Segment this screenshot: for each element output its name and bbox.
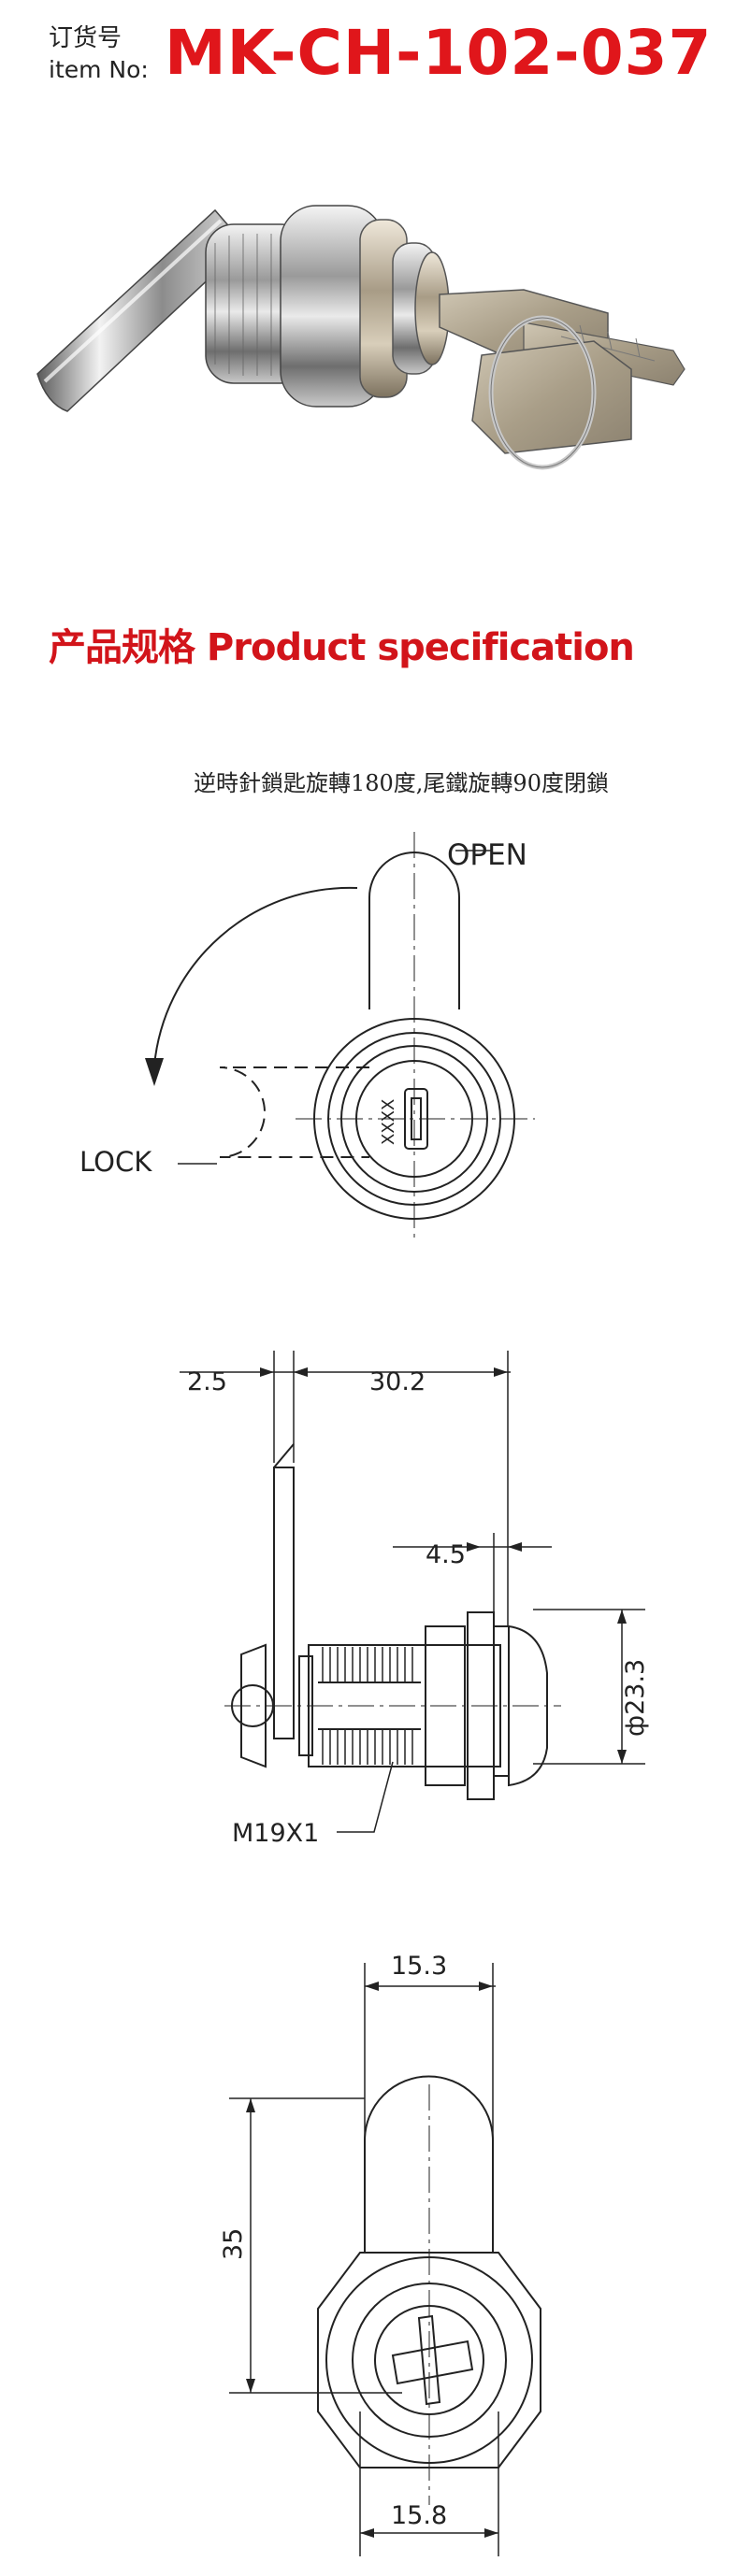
dim-diameter: ф23.3 [621,1659,650,1737]
open-label: OPEN [447,838,527,872]
dim-cam-length: 35 [219,2228,248,2260]
keys-shape [439,289,685,470]
lock-barrel-shape [205,205,450,408]
dim-head: 4.5 [426,1540,466,1569]
item-number: MK-CH-102-037 [165,17,713,89]
front-view-drawing: OPEN LOCK XXXX [79,832,535,1243]
item-header: 订货号 item No: MK-CH-102-037 [0,0,736,103]
item-label-en: item No: [49,56,149,83]
dim-cam-thickness: 2.5 [187,1367,227,1396]
key-code-text: XXXX [379,1099,398,1145]
lock-label: LOCK [79,1146,152,1178]
back-view-drawing: 15.3 35 15.8 [219,1952,541,2556]
spec-title: 产品规格 Product specification [49,626,635,669]
product-photo [36,205,685,470]
item-label-cn: 订货号 [49,24,123,52]
dim-length: 30.2 [369,1367,426,1396]
dim-nut-width: 15.8 [391,2501,447,2530]
thread-label: M19X1 [232,1819,319,1848]
dim-cam-width: 15.3 [391,1952,447,1981]
side-view-drawing: 2.5 30.2 4.5 ф23.3 M19X1 [180,1351,650,1848]
rotation-note: 逆時針鎖匙旋轉180度,尾鐵旋轉90度閉鎖 [194,770,609,796]
